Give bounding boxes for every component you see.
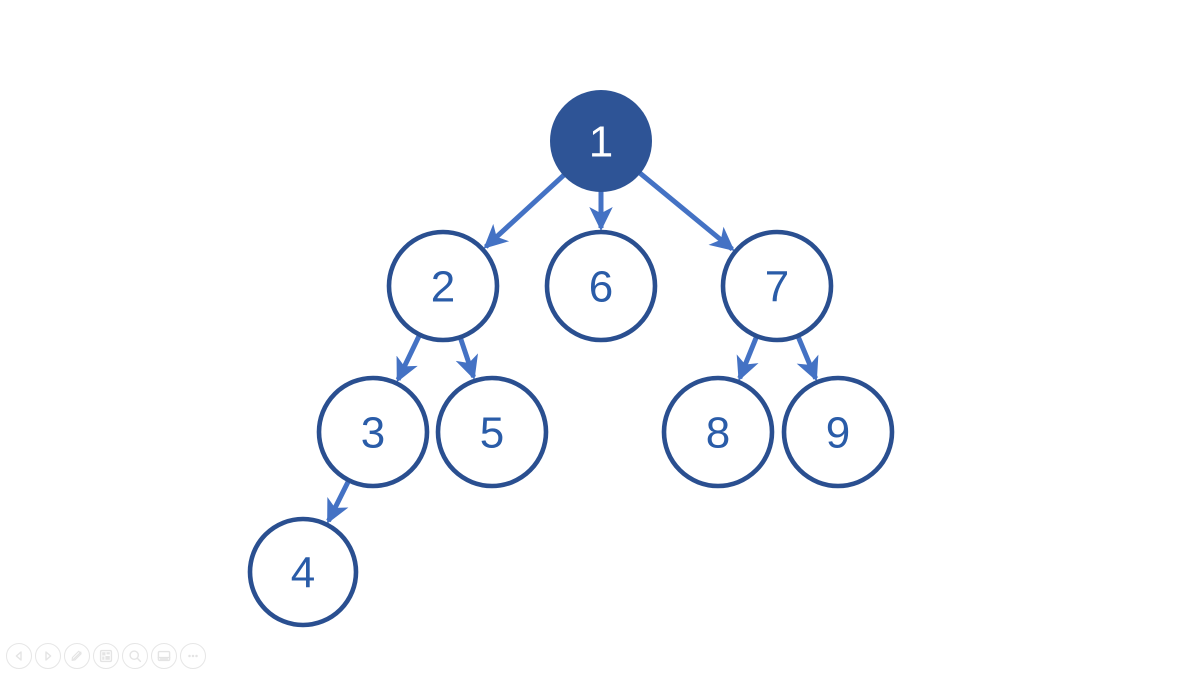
node-circle-1[interactable] — [550, 90, 652, 192]
node-6[interactable]: 6 — [544, 229, 658, 343]
edge-1-to-7 — [638, 170, 735, 252]
node-circle-6[interactable] — [544, 229, 658, 343]
node-circle-9[interactable] — [781, 375, 895, 489]
edge-1-to-2 — [483, 172, 566, 249]
more-dots-icon — [188, 654, 198, 658]
toolbar-next-button[interactable] — [35, 643, 61, 669]
node-9[interactable]: 9 — [781, 375, 895, 489]
node-2[interactable]: 2 — [386, 229, 500, 343]
node-7[interactable]: 7 — [720, 229, 834, 343]
toolbar-more-button[interactable] — [180, 643, 206, 669]
node-3[interactable]: 3 — [316, 375, 430, 489]
node-circle-4[interactable] — [247, 516, 359, 628]
node-4[interactable]: 4 — [247, 516, 359, 628]
node-5[interactable]: 5 — [435, 375, 549, 489]
layout-grid-icon — [99, 649, 113, 663]
node-circle-3[interactable] — [316, 375, 430, 489]
node-circle-8[interactable] — [661, 375, 775, 489]
edge-7-to-8 — [736, 334, 760, 382]
search-icon — [129, 650, 142, 663]
edge-2-to-5 — [455, 335, 479, 380]
node-8[interactable]: 8 — [661, 375, 775, 489]
toolbar-previous-button[interactable] — [6, 643, 32, 669]
next-triangle-icon — [45, 651, 52, 661]
pencil-icon — [71, 650, 82, 661]
edge-3-to-4 — [326, 478, 352, 524]
toolbar-layout-button[interactable] — [93, 643, 119, 669]
node-circle-7[interactable] — [720, 229, 834, 343]
toolbar-edit-button[interactable] — [64, 643, 90, 669]
previous-triangle-icon — [15, 651, 22, 661]
toolbar-zoom-button[interactable] — [122, 643, 148, 669]
toolbar-present-button[interactable] — [151, 643, 177, 669]
presentation-icon — [157, 650, 171, 662]
node-circle-5[interactable] — [435, 375, 549, 489]
edge-7-to-9 — [795, 333, 819, 382]
bottom-toolbar[interactable] — [6, 642, 206, 670]
node-circle-2[interactable] — [386, 229, 500, 343]
edge-layer — [326, 170, 819, 524]
edge-2-to-3 — [395, 332, 423, 383]
node-1[interactable]: 1 — [550, 90, 652, 192]
